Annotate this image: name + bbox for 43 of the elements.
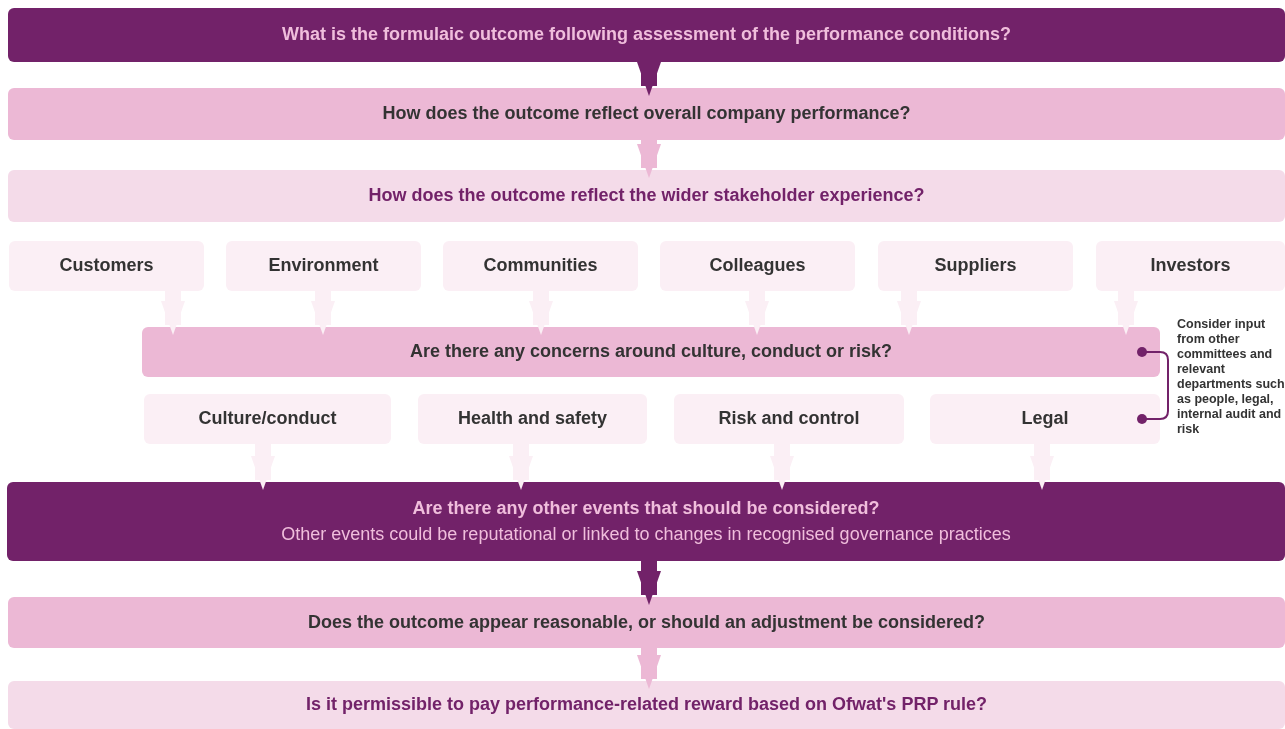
arrow — [637, 561, 661, 605]
arrow — [770, 444, 794, 490]
question-text: Does the outcome appear reasonable, or should an adjustment be considered? — [307, 610, 986, 634]
question-banner — [8, 597, 1285, 648]
question-text: Are there any concerns around culture, conduct or risk? — [409, 340, 893, 364]
note-text: Consider input from other committees and relevant departments such as people, legal, internal audit and risk — [1177, 317, 1285, 437]
question-text: Environment — [268, 254, 379, 278]
bracket-connector — [1137, 385, 1169, 424]
category-box — [930, 394, 1160, 444]
arrow — [1114, 291, 1138, 335]
arrow — [897, 291, 921, 335]
arrow — [637, 140, 661, 178]
bracket-connector — [1137, 347, 1169, 387]
question-banner — [142, 327, 1160, 377]
arrow — [637, 62, 661, 96]
question-banner — [8, 170, 1285, 222]
question-text: Legal — [1021, 407, 1069, 431]
question-text: How does the outcome reflect overall company performance? — [382, 102, 911, 126]
question-text: What is the formulaic outcome following assessment of the performance conditions? — [281, 23, 1012, 47]
question-banner — [8, 88, 1285, 140]
arrow — [1030, 444, 1054, 490]
question-text: Is it permissible to pay performance-related reward based on Ofwat's PRP rule? — [305, 693, 988, 717]
description-text: Other events could be reputational or linked to changes in recognised governance practices — [281, 522, 1011, 546]
question-text: Culture/conduct — [198, 407, 337, 431]
question-text: Health and safety — [457, 407, 607, 431]
arrow — [161, 291, 185, 335]
question-text: How does the outcome reflect the wider stakeholder experience? — [368, 184, 925, 208]
question-banner — [8, 681, 1285, 729]
arrow — [637, 648, 661, 689]
arrow — [529, 291, 553, 335]
question-text: Risk and control — [718, 407, 860, 431]
arrow — [509, 444, 533, 490]
question-text: Investors — [1150, 254, 1231, 278]
question-text: Customers — [59, 254, 154, 278]
question-text: Communities — [483, 254, 598, 278]
question-text: Are there any other events that should be considered? — [412, 497, 880, 521]
question-banner — [7, 482, 1285, 561]
arrow — [251, 444, 275, 490]
question-text: Suppliers — [934, 254, 1017, 278]
arrow — [745, 291, 769, 335]
question-banner — [8, 8, 1285, 62]
question-text: Colleagues — [709, 254, 806, 278]
arrow — [311, 291, 335, 335]
